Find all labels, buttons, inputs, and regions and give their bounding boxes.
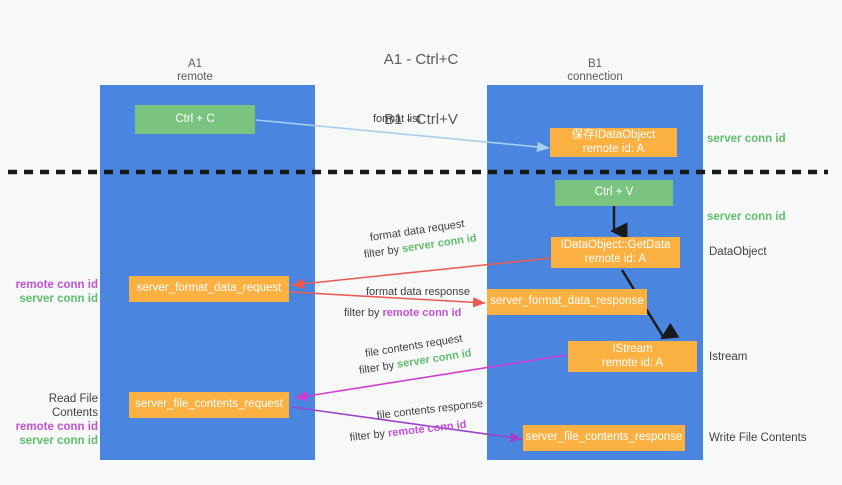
filter-value-remote-conn-id-2: remote conn id — [387, 418, 468, 440]
left-label-remote-conn-id-format: remote conn id — [15, 279, 98, 291]
label-server-conn-id-second: server conn id — [707, 211, 786, 223]
box-idataobject-getdata[interactable]: IDataObject::GetData remote id: A — [551, 237, 680, 268]
left-label-group-file: Read File Contents remote conn id server… — [4, 392, 98, 448]
column-b1-name: B1 — [587, 58, 603, 70]
edge-label-format-data-response: format data response — [366, 286, 470, 298]
box-save-idataobject[interactable]: 保存IDataObject remote id: A — [550, 128, 677, 157]
box-server-file-contents-response[interactable]: server_file_contents_response — [523, 425, 685, 451]
box-ctrl-v[interactable]: Ctrl + V — [555, 180, 673, 206]
left-label-server-conn-id-file: server conn id — [19, 435, 98, 447]
column-b1-sub: connection — [567, 71, 623, 83]
column-header-a1: A1 remote — [120, 58, 270, 84]
label-write-file-contents: Write File Contents — [709, 432, 807, 444]
label-server-conn-id-top: server conn id — [707, 133, 786, 145]
edge-label-format-list: format list — [373, 113, 421, 125]
filter-value-remote-conn-id-1: remote conn id — [382, 307, 462, 319]
filter-prefix-4: filter by — [349, 427, 389, 444]
column-a1-sub: remote — [177, 71, 213, 83]
edge-label-format-data-response-filter: filter by remote conn id — [344, 306, 461, 320]
box-server-file-contents-request[interactable]: server_file_contents_request — [129, 392, 289, 418]
box-server-format-data-response[interactable]: server_format_data_response — [487, 289, 647, 315]
box-istream[interactable]: IStream remote id: A — [568, 341, 697, 372]
edge-label-file-contents-response: file contents response — [376, 397, 484, 422]
filter-prefix-1: filter by — [363, 243, 404, 261]
column-a1-name: A1 — [187, 58, 203, 70]
left-label-read-file-contents: Read File Contents — [48, 393, 98, 419]
column-header-b1: B1 connection — [520, 58, 670, 84]
box-ctrl-c[interactable]: Ctrl + C — [135, 105, 255, 134]
filter-prefix-2: filter by — [344, 307, 383, 319]
filter-prefix-3: filter by — [358, 358, 399, 377]
title-line-1: A1 - Ctrl+C — [383, 51, 459, 68]
edge-label-file-contents-response-filter: filter by remote conn id — [349, 418, 467, 445]
left-label-remote-conn-id-file: remote conn id — [15, 421, 98, 433]
left-label-group-format: remote conn id server conn id — [8, 278, 98, 306]
label-istream: Istream — [709, 351, 748, 363]
left-label-server-conn-id-format: server conn id — [19, 293, 98, 305]
box-server-format-data-request[interactable]: server_format_data_request — [129, 276, 289, 302]
label-dataobject: DataObject — [709, 246, 767, 258]
